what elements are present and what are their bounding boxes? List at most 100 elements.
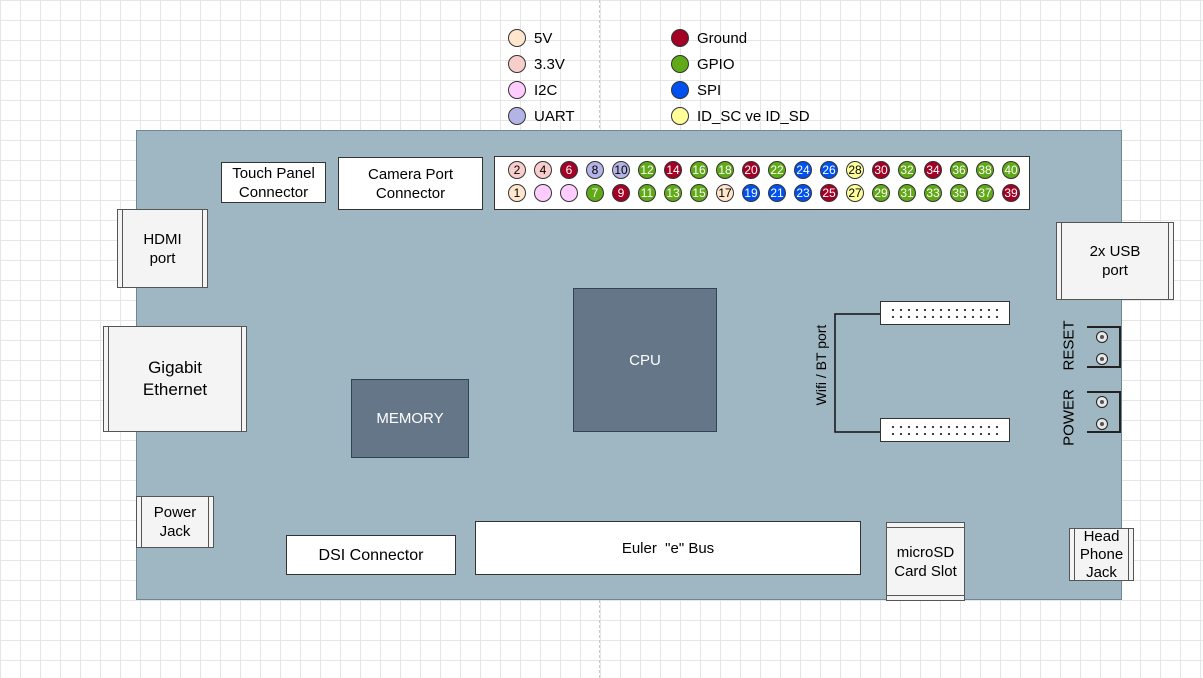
gpio-pin: 18 bbox=[716, 161, 734, 179]
reset-label: RESET bbox=[1060, 320, 1078, 371]
gpio-header bbox=[494, 156, 1030, 210]
legend-swatch bbox=[671, 55, 689, 73]
gpio-pin: 31 bbox=[898, 184, 916, 202]
gpio-pin: 2 bbox=[508, 161, 526, 179]
legend-label: I2C bbox=[534, 81, 558, 99]
gpio-pin: 6 bbox=[560, 161, 578, 179]
usb-port: 2x USB port bbox=[1056, 222, 1174, 300]
gpio-pin: 14 bbox=[664, 161, 682, 179]
wifi-bt-port-label: Wifi / BT port bbox=[813, 324, 829, 406]
headphone-jack: Head Phone Jack bbox=[1069, 528, 1134, 581]
memory-label: MEMORY bbox=[376, 410, 444, 427]
dsi-connector: DSI Connector bbox=[286, 535, 456, 575]
gpio-pin: 9 bbox=[612, 184, 630, 202]
gpio-pin: 28 bbox=[846, 161, 864, 179]
wifi-bt-header-bottom bbox=[880, 418, 1010, 442]
gpio-pin: 11 bbox=[638, 184, 656, 202]
legend-item: SPI bbox=[671, 79, 721, 101]
gpio-pin: 4 bbox=[534, 161, 552, 179]
gpio-pin: 33 bbox=[924, 184, 942, 202]
legend-item: GPIO bbox=[671, 53, 735, 75]
gpio-pin bbox=[534, 184, 552, 202]
gpio-pin: 23 bbox=[794, 184, 812, 202]
legend-item: 3.3V bbox=[508, 53, 565, 75]
gpio-pin: 21 bbox=[768, 184, 786, 202]
gpio-pin: 32 bbox=[898, 161, 916, 179]
usb-port-label: 2x USB port bbox=[1089, 243, 1141, 279]
power-jack: Power Jack bbox=[136, 496, 214, 548]
gpio-pin: 39 bbox=[1002, 184, 1020, 202]
reset-button-bottom[interactable] bbox=[1096, 353, 1108, 365]
gpio-pin: 1 bbox=[508, 184, 526, 202]
hdmi-port: HDMI port bbox=[117, 209, 208, 288]
gpio-pin: 34 bbox=[924, 161, 942, 179]
legend-label: 5V bbox=[534, 29, 553, 47]
touch-panel-connector-label: Touch Panel Connector bbox=[232, 164, 315, 201]
legend-label: ID_SC ve ID_SD bbox=[697, 107, 810, 125]
reset-button-top[interactable] bbox=[1096, 331, 1108, 343]
legend-item: Ground bbox=[671, 27, 747, 49]
wifi-bt-bracket bbox=[834, 313, 880, 433]
gpio-pin: 12 bbox=[638, 161, 656, 179]
gpio-pin: 24 bbox=[794, 161, 812, 179]
gpio-pin: 27 bbox=[846, 184, 864, 202]
gpio-pin: 25 bbox=[820, 184, 838, 202]
legend-swatch bbox=[508, 55, 526, 73]
power-button-top[interactable] bbox=[1096, 396, 1108, 408]
legend-item: I2C bbox=[508, 79, 557, 101]
legend-swatch bbox=[508, 81, 526, 99]
touch-panel-connector: Touch Panel Connector bbox=[221, 162, 326, 203]
legend-label: GPIO bbox=[697, 55, 735, 73]
cpu-label: CPU bbox=[629, 351, 661, 369]
gigabit-ethernet-label: Gigabit Ethernet bbox=[142, 358, 208, 399]
legend-label: SPI bbox=[697, 81, 722, 99]
legend-label: Ground bbox=[697, 29, 748, 47]
legend-swatch bbox=[671, 107, 689, 125]
legend-swatch bbox=[508, 29, 526, 47]
camera-port-connector: Camera Port Connector bbox=[338, 157, 483, 210]
wifi-bt-header-top bbox=[880, 301, 1010, 325]
power-label: POWER bbox=[1060, 389, 1078, 446]
hdmi-port-label: HDMI port bbox=[143, 230, 182, 267]
legend-label: UART bbox=[534, 107, 575, 125]
power-button-bottom[interactable] bbox=[1096, 418, 1108, 430]
gigabit-ethernet-port: Gigabit Ethernet bbox=[103, 326, 247, 432]
gpio-pin: 17 bbox=[716, 184, 734, 202]
gpio-pin: 13 bbox=[664, 184, 682, 202]
legend-item: UART bbox=[508, 105, 575, 127]
camera-port-connector-label: Camera Port Connector bbox=[367, 165, 454, 202]
power-jack-label: Power Jack bbox=[153, 504, 197, 540]
memory-chip: MEMORY bbox=[351, 379, 469, 458]
gpio-pin: 22 bbox=[768, 161, 786, 179]
microsd-card-slot-label: microSD Card Slot bbox=[894, 543, 957, 580]
reset-button-housing bbox=[1087, 326, 1121, 368]
gpio-pin bbox=[560, 184, 578, 202]
headphone-jack-label: Head Phone Jack bbox=[1079, 527, 1124, 581]
gpio-pin: 40 bbox=[1002, 161, 1020, 179]
power-button-housing bbox=[1087, 391, 1121, 433]
gpio-pin: 16 bbox=[690, 161, 708, 179]
legend-swatch bbox=[671, 29, 689, 47]
legend-item: 5V bbox=[508, 27, 552, 49]
gpio-pin: 8 bbox=[586, 161, 604, 179]
gpio-pin: 37 bbox=[976, 184, 994, 202]
gpio-pin: 36 bbox=[950, 161, 968, 179]
gpio-pin: 19 bbox=[742, 184, 760, 202]
gpio-pin: 38 bbox=[976, 161, 994, 179]
euler-bus-label: Euler "e" Bus bbox=[621, 539, 715, 557]
gpio-pin: 20 bbox=[742, 161, 760, 179]
gpio-pin: 26 bbox=[820, 161, 838, 179]
cpu-chip: CPU bbox=[573, 288, 717, 432]
gpio-pin: 7 bbox=[586, 184, 604, 202]
legend-label: 3.3V bbox=[534, 55, 565, 73]
legend-item: ID_SC ve ID_SD bbox=[671, 105, 810, 127]
euler-bus: Euler "e" Bus bbox=[475, 521, 861, 575]
gpio-pin: 15 bbox=[690, 184, 708, 202]
legend-swatch bbox=[508, 107, 526, 125]
gpio-pin: 35 bbox=[950, 184, 968, 202]
dsi-connector-label: DSI Connector bbox=[318, 546, 424, 564]
microsd-card-slot: microSD Card Slot bbox=[886, 522, 965, 601]
legend-swatch bbox=[671, 81, 689, 99]
gpio-pin: 30 bbox=[872, 161, 890, 179]
gpio-pin: 10 bbox=[612, 161, 630, 179]
